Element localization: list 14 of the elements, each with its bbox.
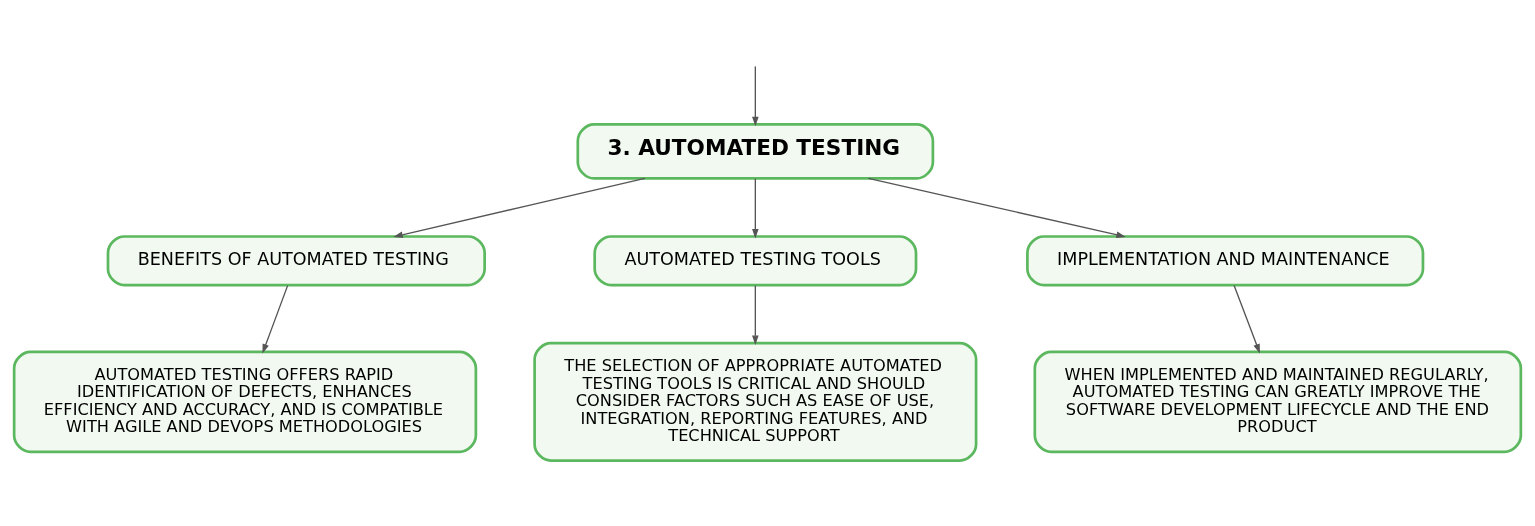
- arrow: [262, 284, 289, 354]
- node-box: AUTOMATED TESTING TOOLS: [593, 235, 918, 287]
- node-box: AUTOMATED TESTING OFFERS RAPID IDENTIFICATION OF DEFECTS, ENHANCES EFFICIENCY AND ACCURACY, AND IS COMPATIBLE WITH AGILE AND DEVOPS METHODOLOGIES: [12, 350, 478, 454]
- arrow: [752, 284, 759, 345]
- node-box: WHEN IMPLEMENTED AND MAINTAINED REGULARLY, AUTOMATED TESTING CAN GREATLY IMPROVE THE SOFTWARE DEVELOPMENT LIFECYCLE AND THE END PRODUCT: [1033, 350, 1523, 454]
- node-box: THE SELECTION OF APPROPRIATE AUTOMATED TESTING TOOLS IS CRITICAL AND SHOULD CONSIDER FACTORS SUCH AS EASE OF USE, INTEGRATION, REPORTING FEATURES, AND TECHNICAL SUPPORT: [533, 341, 978, 462]
- arrow: [867, 177, 1126, 238]
- arrow: [752, 65, 759, 127]
- arrow: [1233, 284, 1260, 354]
- node-box: IMPLEMENTATION AND MAINTENANCE: [1026, 235, 1425, 287]
- arrow: [393, 177, 646, 238]
- node-box: BENEFITS OF AUTOMATED TESTING: [106, 235, 486, 287]
- arrow: [752, 177, 759, 239]
- node-box: 3. AUTOMATED TESTING: [576, 123, 935, 180]
